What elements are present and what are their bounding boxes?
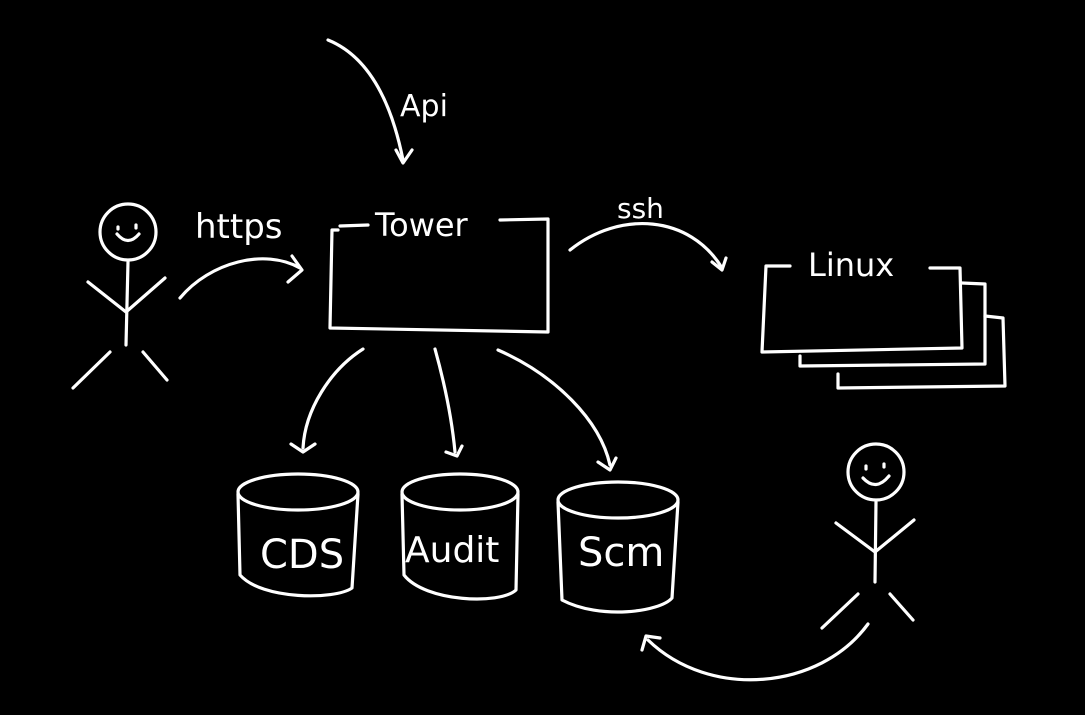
left-leg [820, 592, 860, 630]
database-scm [556, 480, 680, 614]
api-arrow [326, 38, 414, 165]
arms [86, 276, 167, 314]
user-right-stick-figure-icon [820, 442, 916, 630]
tower-box [328, 217, 550, 334]
tower-to-cds-arrow [289, 347, 365, 454]
ssh-label: ssh [617, 192, 664, 225]
database-cds-label: CDS [260, 532, 344, 578]
ssh-arrow [568, 222, 728, 272]
left-leg [71, 350, 112, 390]
api-label: Api [400, 89, 448, 124]
head [98, 202, 158, 262]
body [873, 500, 878, 584]
database-audit [400, 472, 520, 601]
user-to-scm-arrow [640, 622, 870, 682]
tower-to-scm-arrow [496, 348, 618, 472]
tower-to-audit-arrow [433, 347, 464, 458]
smile [861, 474, 891, 487]
https-label: https [195, 207, 283, 247]
body [124, 260, 130, 347]
arms [834, 518, 916, 554]
right-leg [141, 350, 169, 382]
database-cds [236, 472, 360, 598]
database-scm-label: Scm [578, 530, 664, 576]
smile [115, 232, 141, 243]
database-audit-label: Audit [405, 530, 499, 571]
linux-hosts-stack [760, 264, 1007, 390]
head [846, 442, 906, 502]
https-arrow [178, 254, 304, 300]
right-leg [888, 592, 915, 622]
linux-label: Linux [808, 246, 894, 284]
user-left-stick-figure-icon [71, 202, 169, 390]
tower-label: Tower [374, 206, 469, 244]
